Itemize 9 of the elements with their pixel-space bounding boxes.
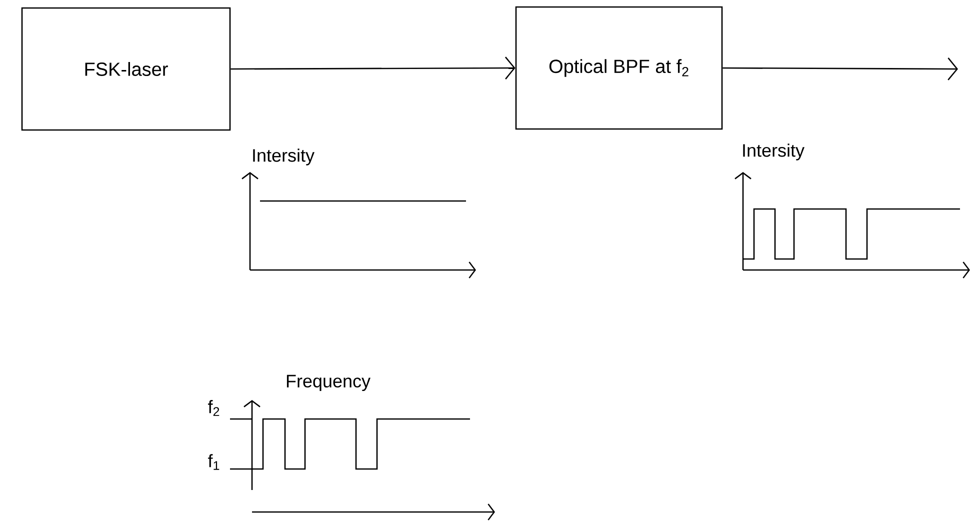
axis-label: Intersity bbox=[743, 144, 804, 160]
arrow bbox=[230, 56, 516, 80]
arrow bbox=[722, 58, 958, 80]
axis-label: f$_{1}$ bbox=[208, 454, 220, 470]
axis-label: Frequency bbox=[286, 374, 370, 392]
axis-label: Intersity bbox=[253, 148, 314, 166]
process-box: Optical BPF at f$_{2}$ bbox=[515, 6, 723, 130]
axis-label: f$_{2}$ bbox=[208, 400, 220, 416]
process-box: FSK-laser bbox=[21, 7, 231, 131]
